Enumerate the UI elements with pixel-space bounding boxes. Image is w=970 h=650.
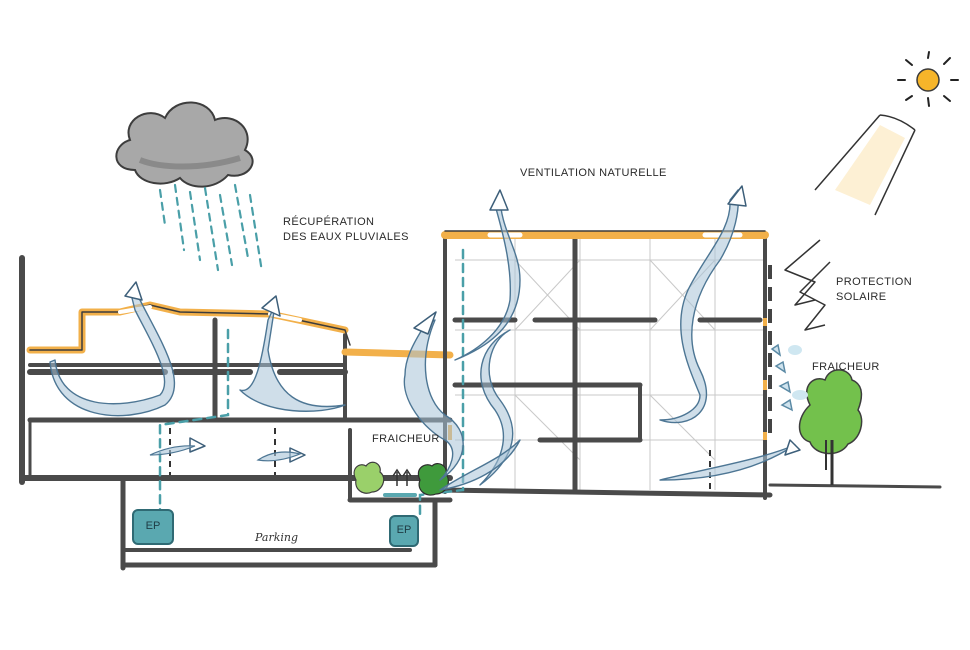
- fraicheur-center-label: FRAICHEUR: [372, 433, 440, 445]
- patio-plant-right: [417, 462, 449, 496]
- fraicheur-breeze: [770, 343, 808, 412]
- rain-label-line-1: RÉCUPÉRATION: [283, 216, 375, 228]
- ep-right-label: EP: [396, 524, 412, 536]
- airflow-streaks: [149, 445, 302, 462]
- airflow-arrowheads: [124, 185, 801, 463]
- sun-icon: [897, 51, 959, 107]
- tree-icon: [798, 369, 863, 485]
- right-building: [437, 235, 942, 500]
- parking-basement: [120, 475, 438, 571]
- ep-left-label: EP: [145, 520, 161, 532]
- ep-tank-left: [132, 509, 174, 545]
- rain-drops: [158, 183, 264, 274]
- left-building: [19, 255, 453, 485]
- ventilation-label: VENTILATION NATURELLE: [520, 167, 667, 179]
- rain-label: RÉCUPÉRATION DES EAUX PLUVIALES: [283, 215, 409, 245]
- ep-tank-right: [389, 515, 419, 547]
- patio-arrows: [392, 468, 412, 486]
- sun-beam: [814, 114, 916, 216]
- right-roof: [441, 230, 769, 239]
- left-roof: [26, 301, 454, 359]
- cloud-icon: [115, 101, 254, 188]
- patio-plant-left: [353, 461, 385, 494]
- sun-beam-fill: [835, 125, 905, 205]
- airflow-ribbons: [49, 189, 796, 491]
- fraicheur-right-label: FRAICHEUR: [812, 361, 880, 373]
- facade-orange-marks: [448, 318, 767, 440]
- parking-label: Parking: [255, 531, 299, 544]
- protection-label-line-2: SOLAIRE: [836, 291, 887, 303]
- protection-label: PROTECTION SOLAIRE: [836, 275, 912, 305]
- solar-protection-arrows: [784, 239, 831, 331]
- rain-pipes: [158, 248, 465, 517]
- rain-label-line-2: DES EAUX PLUVIALES: [283, 231, 409, 243]
- protection-label-line-1: PROTECTION: [836, 276, 913, 288]
- patio: [347, 428, 453, 503]
